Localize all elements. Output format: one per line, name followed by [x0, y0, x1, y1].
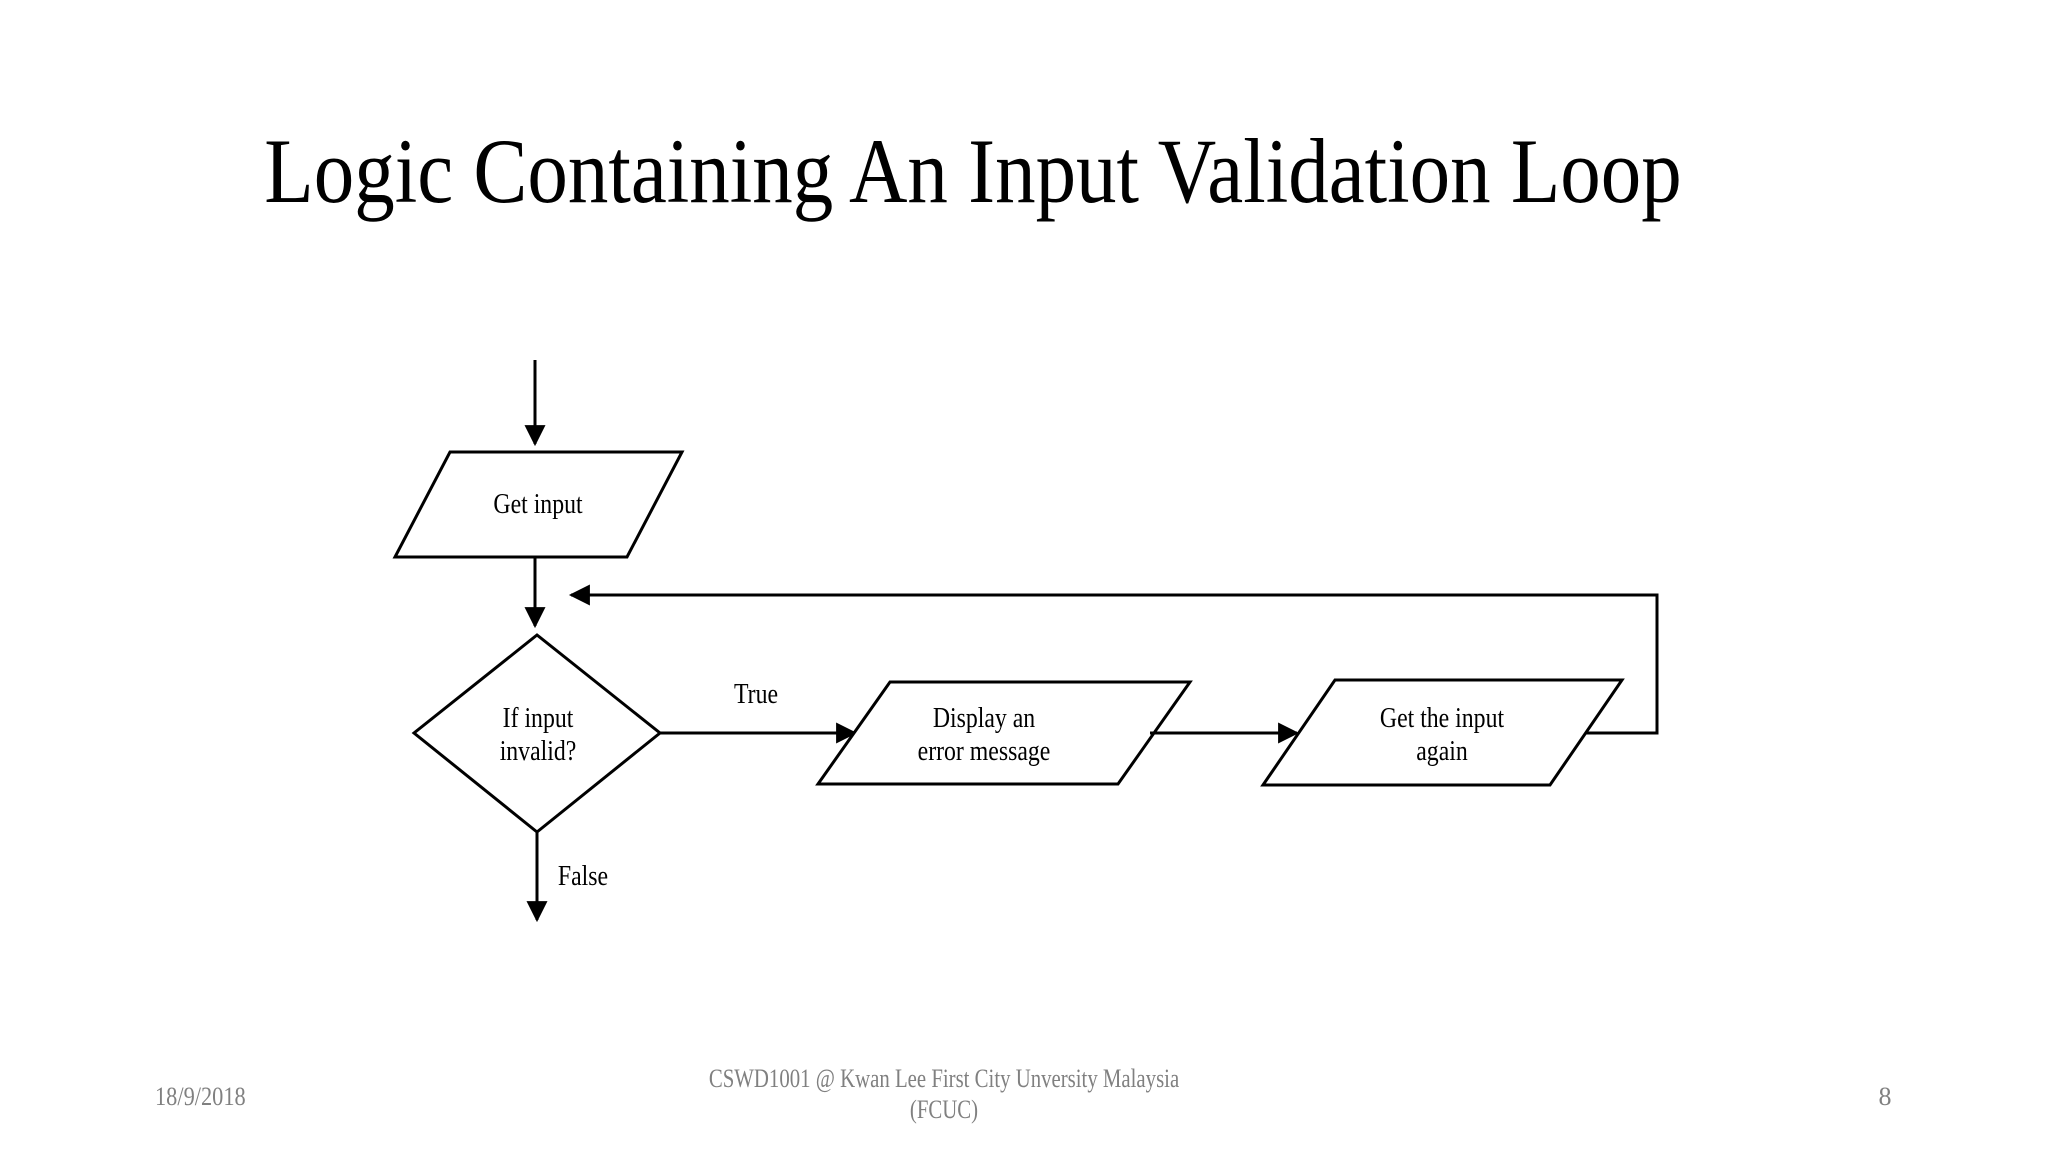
footer-course-text: CSWD1001 @ Kwan Lee First City Unversity… — [708, 1064, 1180, 1124]
display-error-label: Display an error message — [917, 702, 1051, 767]
get-input-again-shape — [1260, 678, 1625, 787]
footer-page-number: 8 — [1878, 1082, 1892, 1111]
get-input-shape — [392, 450, 685, 559]
arrow-loop-back — [568, 584, 1659, 735]
decision-label: If input invalid? — [499, 702, 577, 767]
true-branch-label: True — [733, 678, 779, 710]
footer-date: 18/9/2018 — [155, 1082, 246, 1111]
display-error-shape — [815, 680, 1193, 786]
slide-title: Logic Containing An Input Validation Loo… — [264, 120, 1682, 222]
get-input-label: Get input — [493, 488, 583, 520]
get-input-again-label: Get the input again — [1379, 702, 1505, 767]
false-branch-label: False — [557, 860, 609, 892]
